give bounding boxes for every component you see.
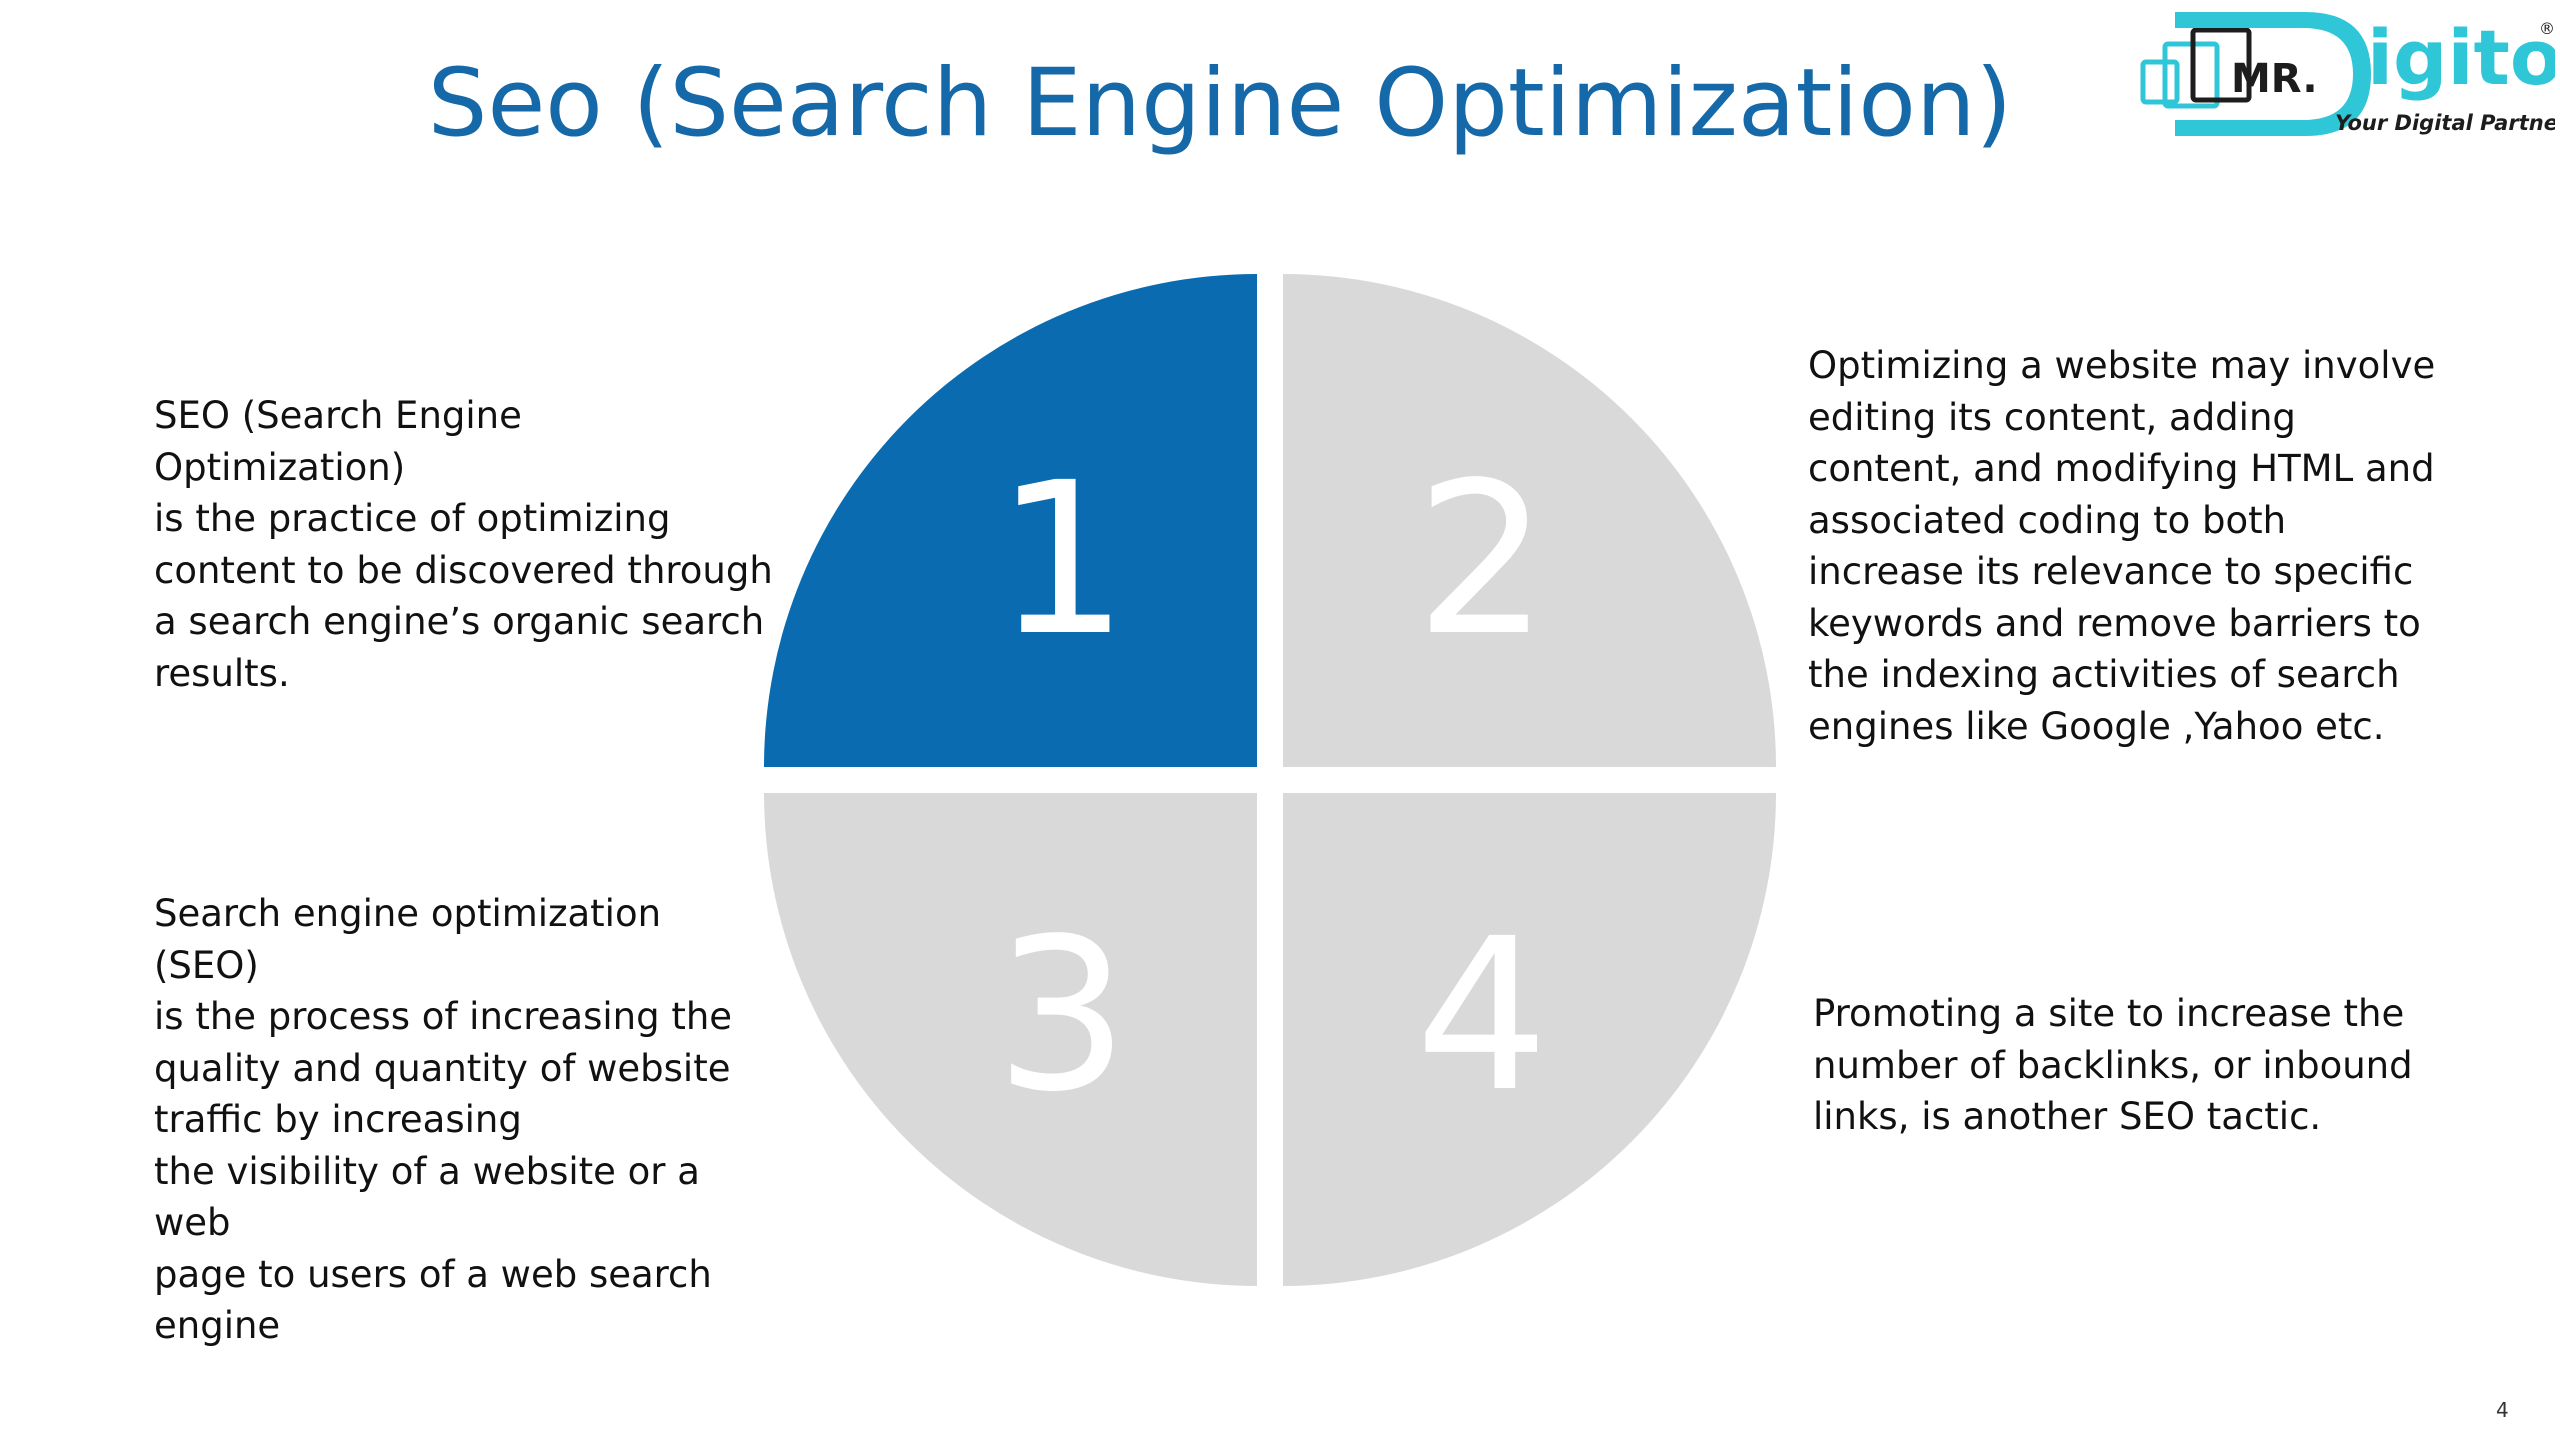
quadrant-4-description: Promoting a site to increase the number … [1813, 992, 2413, 1138]
slide-title: Seo (Search Engine Optimization) [427, 49, 2013, 158]
quadrant-2 [1283, 274, 1776, 767]
page-number: 4 [2496, 1398, 2509, 1422]
quadrant-4-number: 4 [1415, 893, 1549, 1138]
quadrant-3-description: Search engine optimization (SEO) is the … [154, 892, 733, 1347]
logo-registered: ® [2539, 19, 2555, 38]
logo-tagline: Your Digital Partner [2335, 111, 2555, 135]
quadrant-3 [764, 793, 1257, 1286]
devices-icon [2140, 27, 2252, 109]
quadrant-circle: 1 2 3 4 [764, 274, 1776, 1286]
logo-d-shape [2175, 12, 2371, 136]
quadrant-2-description: Optimizing a website may involve editing… [1808, 344, 2436, 748]
quadrant-1 [764, 274, 1257, 767]
quadrant-1-number: 1 [995, 437, 1129, 682]
quadrant-2-number: 2 [1415, 437, 1549, 682]
quadrant-3-number: 3 [995, 893, 1129, 1138]
logo-mark: MR. [2231, 56, 2318, 102]
quadrant-4 [1283, 793, 1776, 1286]
quadrant-1-description: SEO (Search Engine Optimization) is the … [154, 394, 773, 695]
brand-logo: MR. igito ® Your Digital Partner [2140, 12, 2555, 136]
logo-word: igito [2367, 13, 2555, 102]
